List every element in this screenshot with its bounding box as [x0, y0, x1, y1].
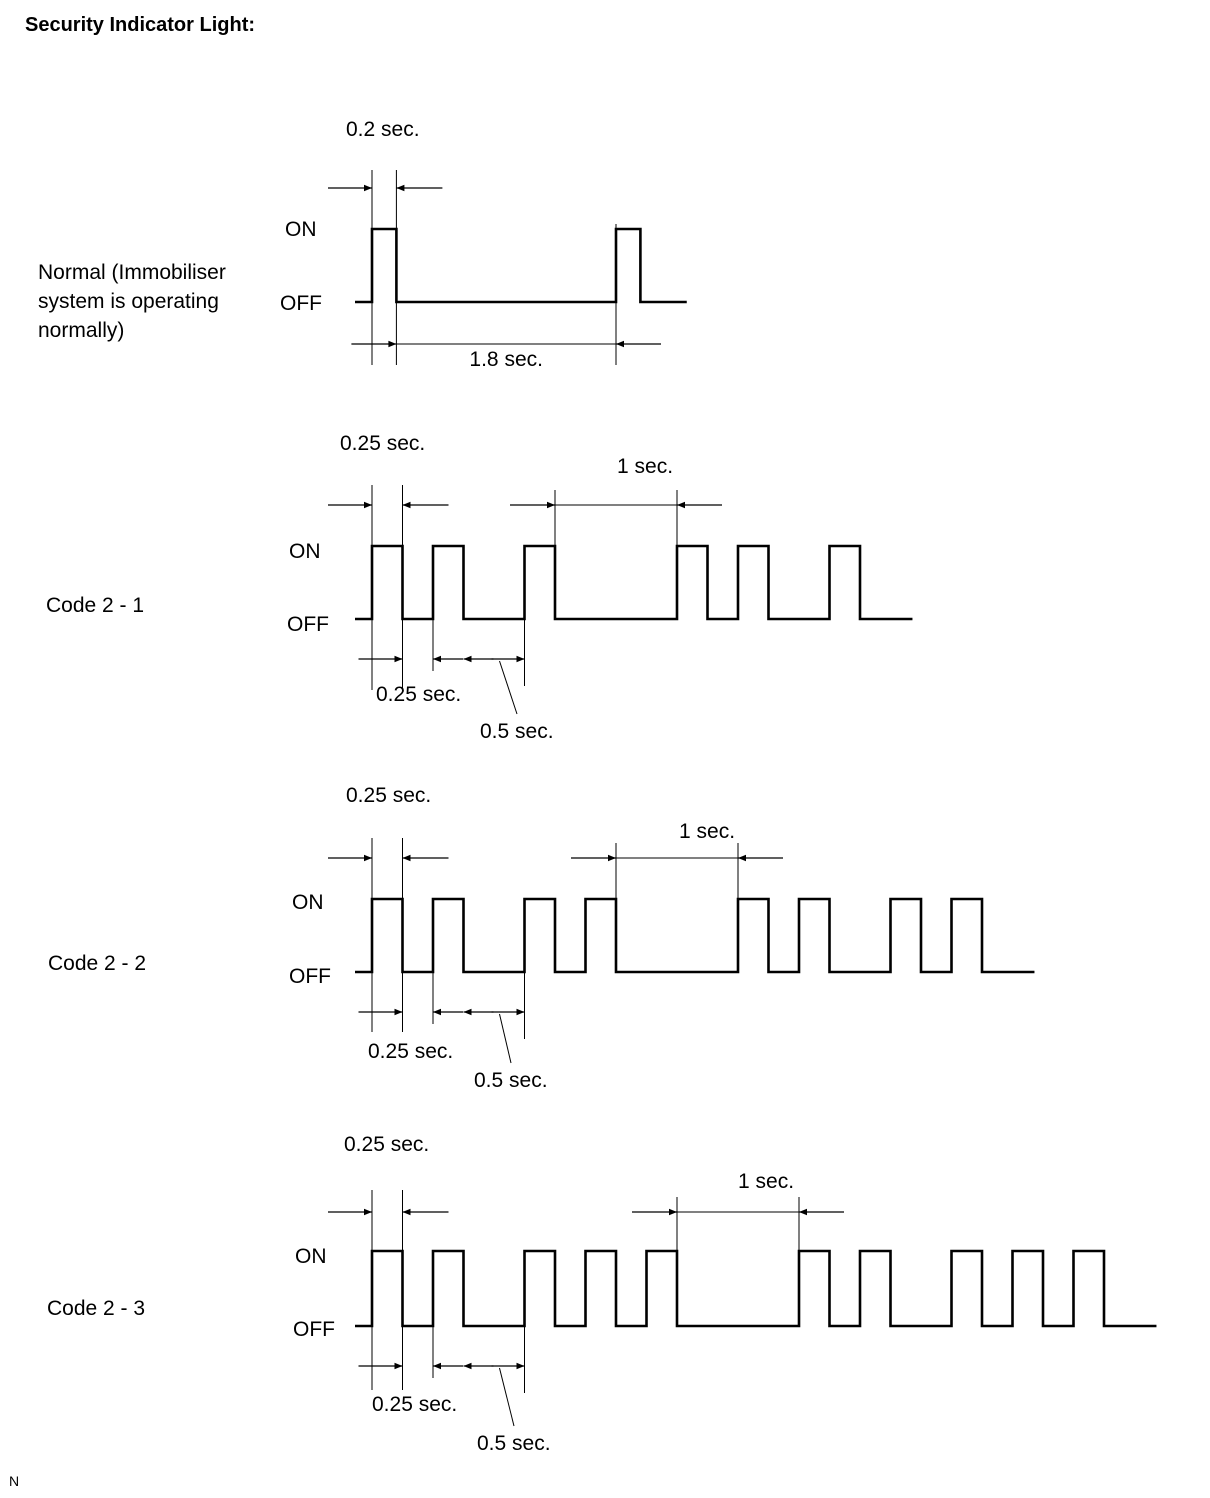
row-label-line: Normal (Immobiliser [38, 261, 226, 284]
signal-waveform [355, 1249, 1157, 1328]
timing-row-normal: ON OFF 0.2 sec. 1.8 sec. [280, 118, 687, 371]
digit-gap-label: 0.5 sec. [480, 720, 554, 743]
off-state-label: OFF [280, 292, 322, 315]
row-label-code-2-3: Code 2 - 3 [47, 1294, 145, 1323]
pulse-width-label: 0.25 sec. [344, 1133, 429, 1156]
timing-row-code-2-1: ON OFF 0.25 sec. 1 sec. 0.25 sec. 0.5 sec. [287, 432, 913, 743]
row-label-code-2-2: Code 2 - 2 [48, 949, 146, 978]
row-label-line: Code 2 - 1 [46, 594, 145, 617]
digit-gap-label: 0.5 sec. [477, 1432, 551, 1455]
row-label-line: Code 2 - 3 [47, 1297, 146, 1320]
off-state-label: OFF [293, 1318, 335, 1341]
row-label-code-2-1: Code 2 - 1 [46, 591, 144, 620]
long-gap-label: 1 sec. [679, 820, 735, 843]
on-state-label: ON [289, 540, 321, 563]
leader-line [499, 660, 518, 715]
page-title: Security Indicator Light: [25, 14, 256, 36]
timing-row-code-2-3: ON OFF 0.25 sec. 1 sec. 0.25 sec. 0.5 sec. [293, 1133, 1157, 1455]
on-state-label: ON [285, 218, 317, 241]
leader-line [499, 1013, 512, 1064]
timing-row-code-2-2: ON OFF 0.25 sec. 1 sec. 0.25 sec. 0.5 sec. [289, 784, 1035, 1092]
long-gap-label: 1 sec. [738, 1170, 794, 1193]
off-gap-label: 0.25 sec. [372, 1393, 457, 1416]
off-state-label: OFF [289, 965, 331, 988]
pulse-width-label: 0.2 sec. [346, 118, 420, 141]
digit-gap-label: 0.5 sec. [474, 1069, 548, 1092]
row-label-line: system is operating [38, 290, 219, 313]
off-gap-label: 0.25 sec. [376, 683, 461, 706]
off-state-label: OFF [287, 613, 329, 636]
pulse-width-label: 0.25 sec. [346, 784, 431, 807]
row-label-line: normally) [38, 319, 125, 342]
on-state-label: ON [295, 1245, 327, 1268]
signal-waveform [355, 544, 913, 621]
row-label-line: Code 2 - 2 [48, 952, 147, 975]
corner-mark: N [9, 1473, 20, 1489]
long-gap-label: 1 sec. [617, 455, 673, 478]
leader-line [499, 1367, 515, 1427]
signal-waveform [355, 897, 1035, 974]
row-label-normal: Normal (Immobiliser system is operating … [38, 258, 226, 345]
pulse-width-label: 0.25 sec. [340, 432, 425, 455]
signal-waveform [355, 227, 687, 304]
off-gap-label: 0.25 sec. [368, 1040, 453, 1063]
period-label: 1.8 sec. [469, 348, 543, 371]
on-state-label: ON [292, 891, 324, 914]
